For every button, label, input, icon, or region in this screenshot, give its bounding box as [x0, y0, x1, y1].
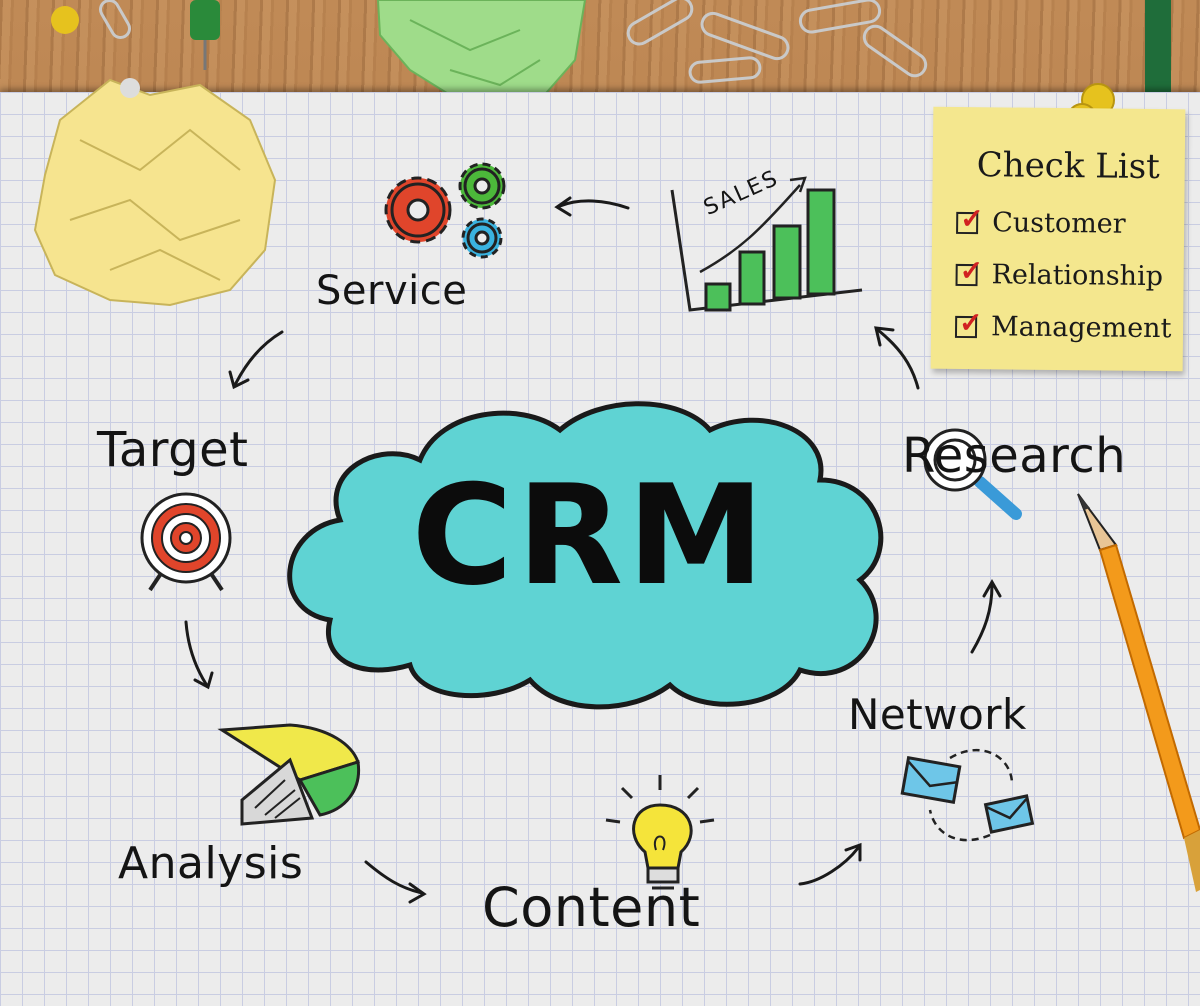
lightbulb-icon [606, 775, 714, 888]
checklist-title: Check List [977, 145, 1160, 187]
checklist-item: ✓ Management [955, 311, 1172, 344]
checkbox-icon: ✓ [956, 263, 978, 285]
gears-icon [386, 164, 504, 257]
checklist-item: ✓ Customer [956, 207, 1126, 240]
target-icon [142, 494, 230, 590]
checklist-item: ✓ Relationship [955, 259, 1163, 292]
label-target: Target [97, 422, 249, 478]
pencil [1078, 494, 1200, 892]
pie-chart-icon [222, 725, 359, 824]
checklist-item-label: Relationship [991, 259, 1163, 292]
label-network: Network [848, 690, 1027, 739]
checklist-item-label: Management [991, 311, 1172, 344]
checkbox-icon: ✓ [955, 315, 977, 337]
crumpled-yellow-paper [35, 78, 275, 305]
label-analysis: Analysis [118, 838, 303, 889]
label-content: Content [482, 876, 700, 939]
crm-title: CRM [400, 455, 780, 616]
checkbox-icon: ✓ [956, 211, 978, 233]
checklist-sticky-note: Check List ✓ Customer ✓ Relationship ✓ M… [931, 107, 1186, 372]
checklist-item-label: Customer [992, 207, 1126, 239]
label-service: Service [316, 268, 467, 314]
label-research: Research [902, 428, 1126, 484]
envelopes-icon [902, 750, 1032, 840]
